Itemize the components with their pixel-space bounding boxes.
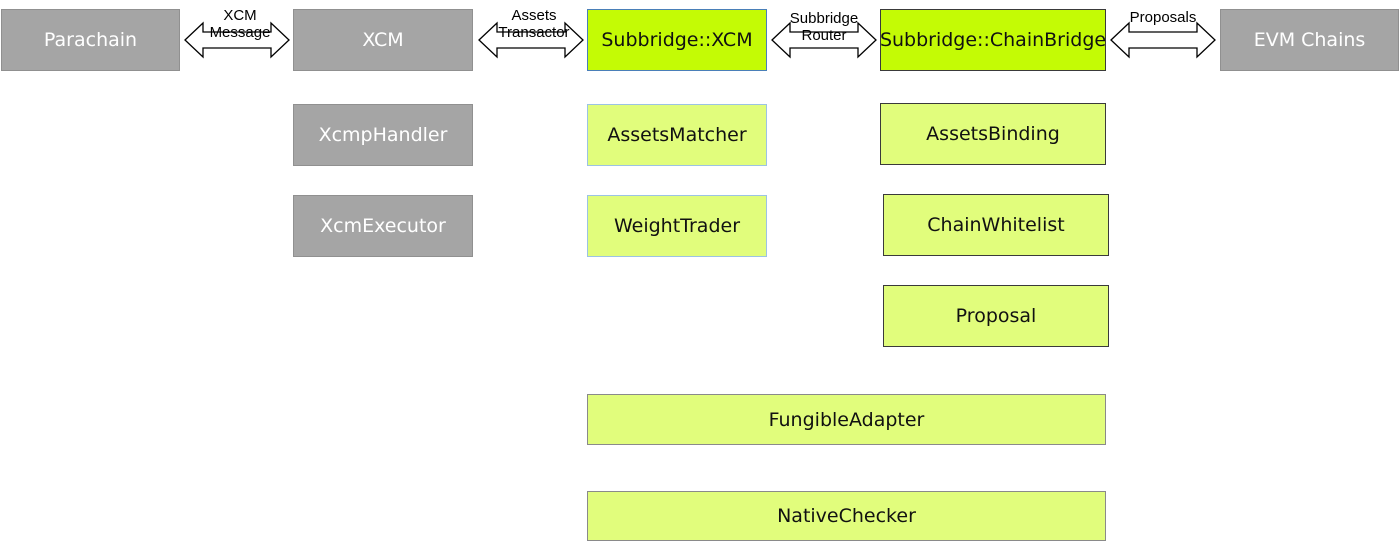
xcm-message-label: XCM Message <box>190 7 290 41</box>
evm-chains-node: EVM Chains <box>1220 9 1399 71</box>
xcm-executor-label: XcmExecutor <box>320 215 446 237</box>
subbridge-chainbridge-label: Subbridge::ChainBridge <box>879 29 1107 51</box>
subbridge-chainbridge-node: Subbridge::ChainBridge <box>880 9 1106 71</box>
assets-transactor-arrow <box>478 21 584 59</box>
assets-binding-label: AssetsBinding <box>926 123 1060 145</box>
native-checker-node: NativeChecker <box>587 491 1106 541</box>
subbridge-router-arrow <box>771 21 877 59</box>
fungible-adapter-label: FungibleAdapter <box>768 408 925 431</box>
parachain-label: Parachain <box>43 29 138 51</box>
xcmp-handler-label: XcmpHandler <box>318 124 448 146</box>
proposal-node: Proposal <box>883 285 1109 347</box>
xcm-node: XCM <box>293 9 473 71</box>
evm-chains-label: EVM Chains <box>1253 29 1366 51</box>
xcm-message-arrow <box>184 21 290 59</box>
parachain-node: Parachain <box>1 9 180 71</box>
subbridge-router-line-1: Subbridge <box>789 10 859 27</box>
assets-transactor-line-1: Assets <box>511 7 557 24</box>
assets-transactor-label: Assets Transactor <box>484 7 584 41</box>
assets-binding-node: AssetsBinding <box>880 103 1106 165</box>
chain-whitelist-label: ChainWhitelist <box>927 214 1065 236</box>
weight-trader-node: WeightTrader <box>587 195 767 257</box>
xcm-message-line-2: Message <box>209 24 271 41</box>
subbridge-xcm-label: Subbridge::XCM <box>601 29 753 51</box>
subbridge-router-line-2: Router <box>801 27 847 44</box>
proposals-line-1: Proposals <box>1129 9 1197 26</box>
subbridge-router-label: Subbridge Router <box>774 10 874 44</box>
xcm-label: XCM <box>362 29 404 51</box>
assets-matcher-label: AssetsMatcher <box>607 124 747 146</box>
xcm-message-line-1: XCM <box>223 7 257 24</box>
xcmp-handler-node: XcmpHandler <box>293 104 473 166</box>
fungible-adapter-node: FungibleAdapter <box>587 394 1106 445</box>
xcm-executor-node: XcmExecutor <box>293 195 473 257</box>
proposals-label: Proposals <box>1113 9 1213 26</box>
assets-transactor-line-2: Transactor <box>498 24 570 41</box>
proposal-label: Proposal <box>955 305 1037 327</box>
subbridge-xcm-node: Subbridge::XCM <box>587 9 767 71</box>
native-checker-label: NativeChecker <box>777 505 916 527</box>
proposals-arrow <box>1110 21 1216 59</box>
chain-whitelist-node: ChainWhitelist <box>883 194 1109 256</box>
weight-trader-label: WeightTrader <box>613 215 741 237</box>
assets-matcher-node: AssetsMatcher <box>587 104 767 166</box>
